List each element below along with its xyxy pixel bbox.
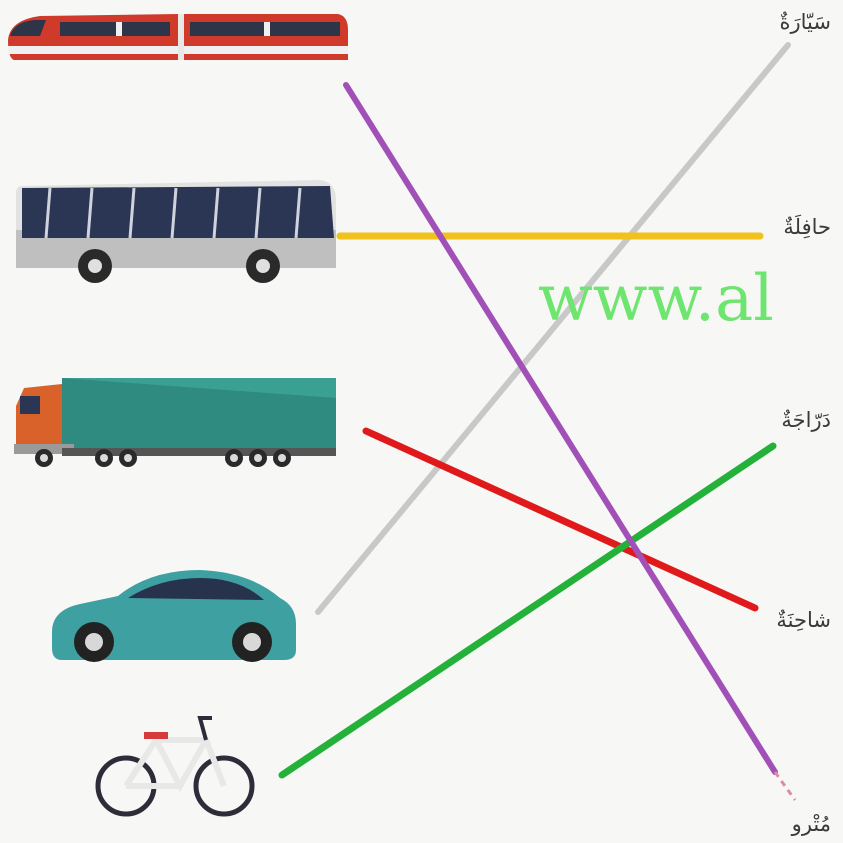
word-car: سَيّارَةٌ: [779, 10, 831, 34]
bicycle-image: [95, 716, 255, 817]
match-line-purple: [343, 82, 778, 775]
match-line-gray: [315, 42, 791, 615]
train-image: [8, 14, 348, 60]
watermark-text: www.al: [538, 262, 774, 336]
dashed-guide-line: [773, 771, 797, 801]
truck-image: [14, 378, 336, 467]
bus-image: [16, 180, 336, 283]
match-line-red: [362, 427, 759, 612]
word-truck: شاحِنَةٌ: [776, 608, 831, 632]
word-bicycle: دَرّاجَةٌ: [781, 408, 831, 432]
car-image: [52, 570, 296, 662]
word-bus: حافِلَةٌ: [783, 215, 831, 239]
word-metro: مُتْرو: [791, 812, 831, 836]
match-line-green: [278, 442, 777, 779]
